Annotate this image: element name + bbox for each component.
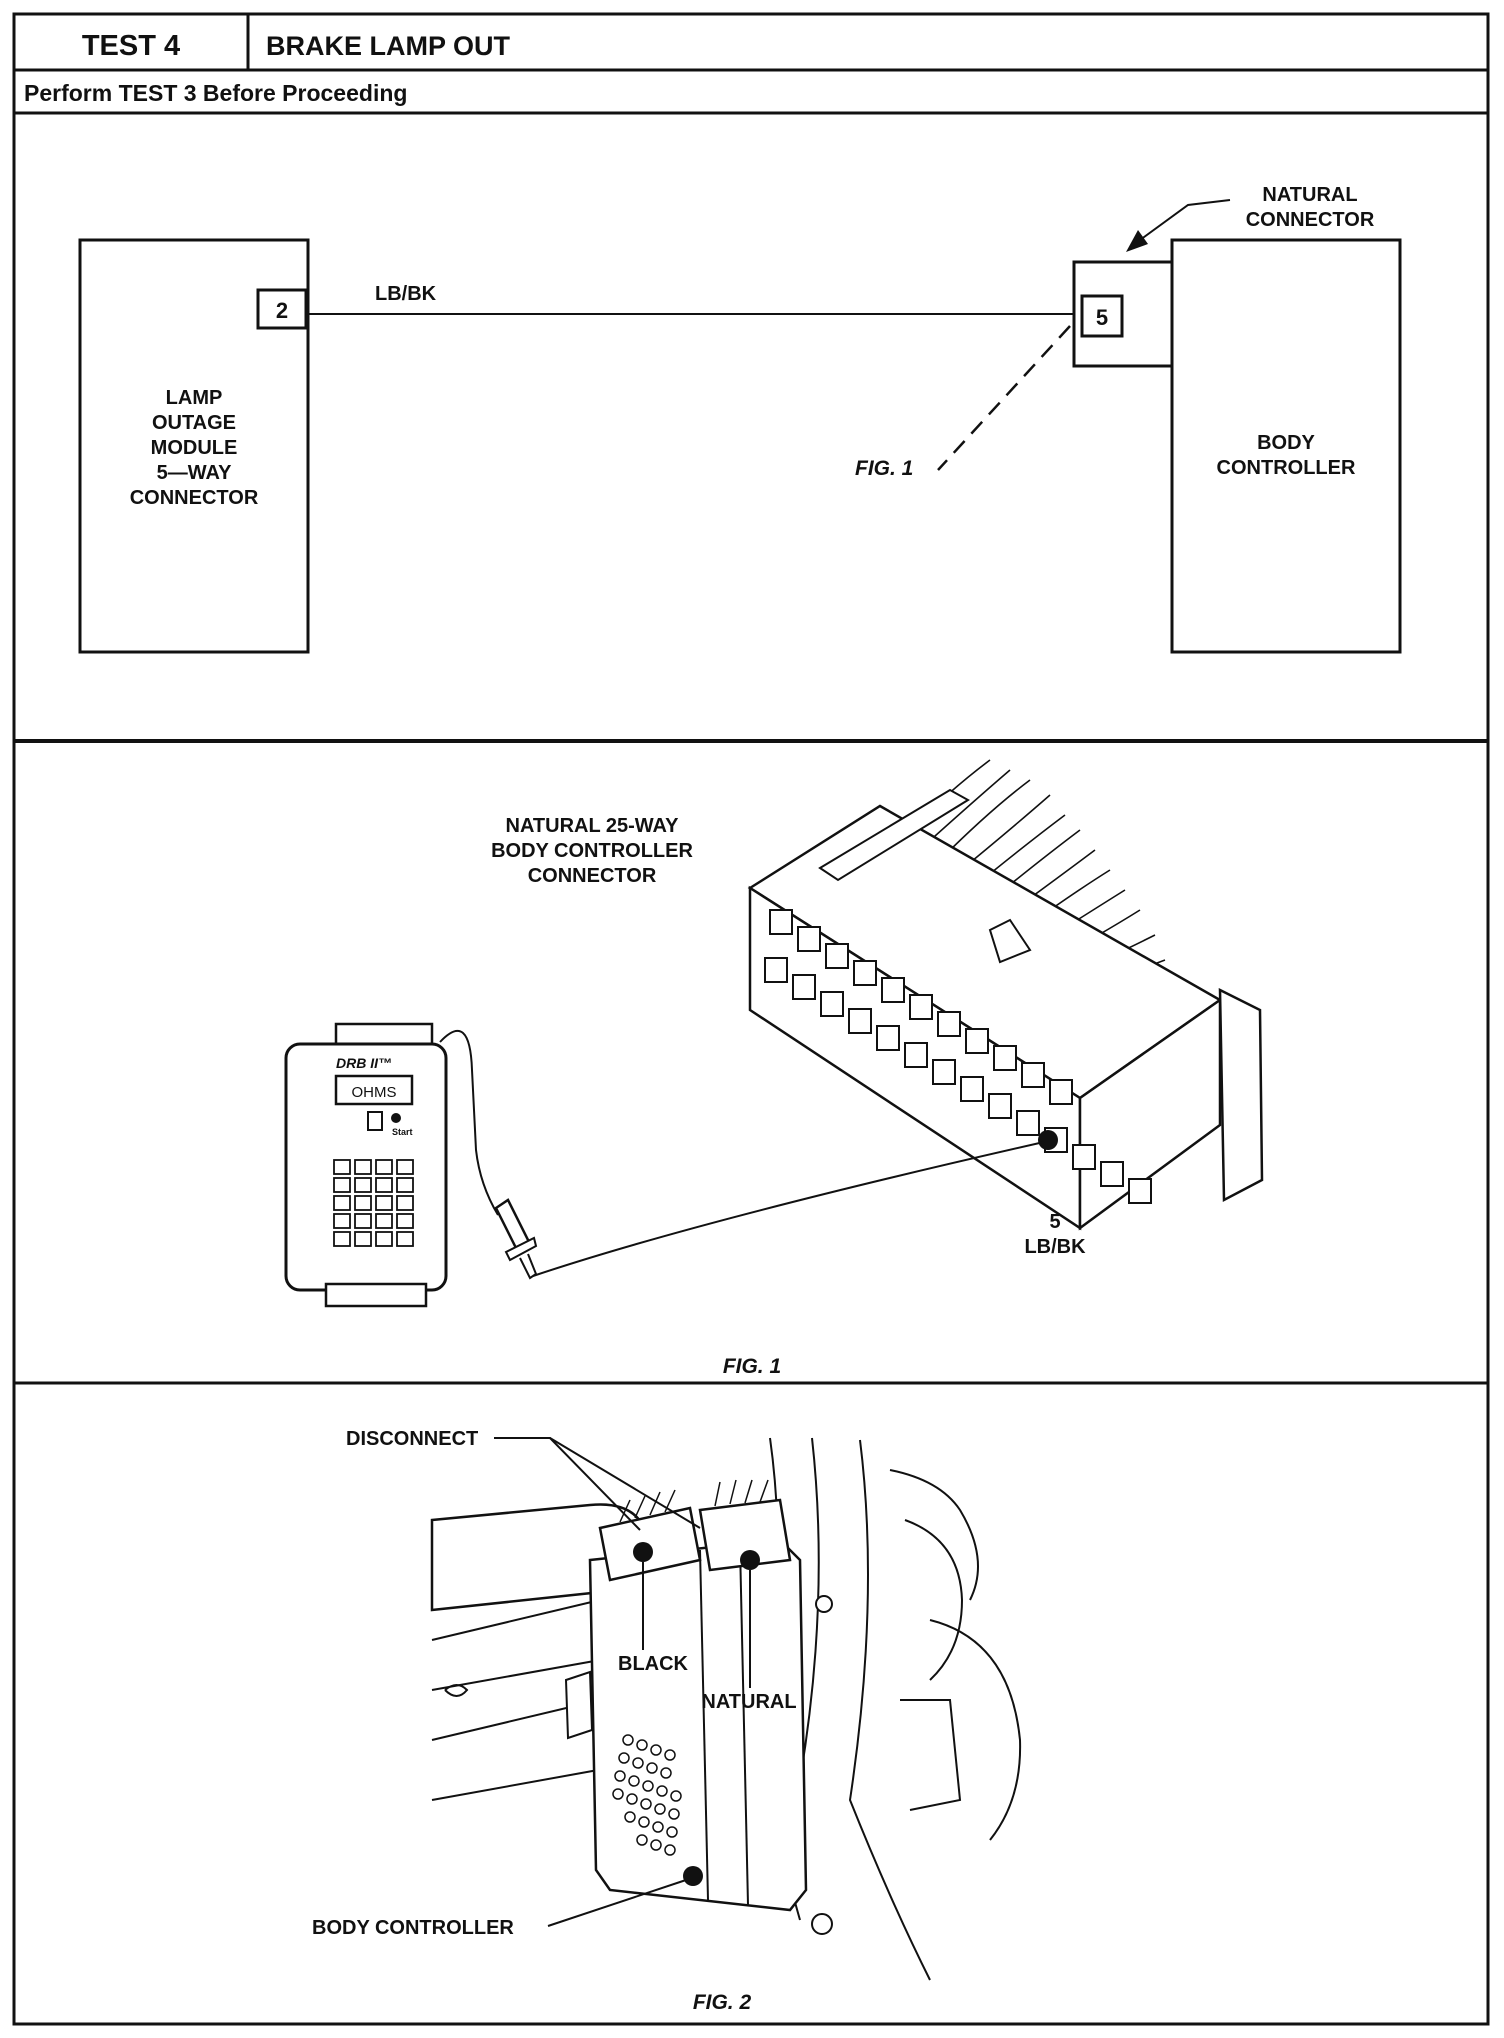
test-title: BRAKE LAMP OUT: [266, 31, 511, 61]
fig1-caption: FIG. 1: [723, 1355, 781, 1378]
meter-keypad: [333, 1159, 414, 1247]
natural-connector-marker: [740, 1550, 760, 1570]
housing-edge: [699, 1549, 709, 1901]
fig2-natural-label: NATURAL: [701, 1691, 796, 1713]
controller-label-line-2: CONTROLLER: [1217, 457, 1356, 479]
mounting-bolt-bottom: [811, 1913, 833, 1935]
figure-2: DISCONNECT BLACK NATURAL BODY CONTROLLER…: [312, 1428, 1022, 2014]
mounting-bolt-top: [815, 1595, 833, 1613]
connector-rear-flange: [1218, 987, 1264, 1203]
pin-2-box: [256, 288, 308, 330]
drb-ii-meter: DRB II™ OHMS Start: [284, 1022, 499, 1308]
fig1-pin-callout-number: 5: [1049, 1211, 1060, 1233]
fig2-caption: FIG. 2: [693, 1991, 752, 2014]
figure-1: NATURAL 25-WAY BODY CONTROLLER CONNECTOR: [284, 759, 1264, 1378]
precondition-text: Perform TEST 3 Before Proceeding: [24, 80, 407, 106]
connector-callout-leader: [1139, 199, 1231, 241]
pin-2-label: 2: [276, 298, 288, 323]
housing-edge-2: [739, 1545, 749, 1906]
pin-5-label: 5: [1096, 305, 1108, 330]
meter-display-text: OHMS: [352, 1084, 397, 1101]
controller-label-line-1: BODY: [1257, 432, 1315, 454]
meter-cable: [439, 1030, 499, 1216]
fig2-black-label: BLACK: [618, 1653, 689, 1675]
probe-lead: [532, 1141, 1045, 1277]
cavity-5-probe-point: [1038, 1130, 1058, 1150]
module-label-line-5: CONNECTOR: [130, 487, 259, 509]
fig1-connector-label-line-3: CONNECTOR: [528, 865, 657, 887]
wire-label: LB/BK: [375, 283, 437, 305]
wiring-schematic: 2 LAMP OUTAGE MODULE 5—WAY CONNECTOR LB/…: [78, 184, 1402, 654]
meter-bottom-plug: [324, 1282, 428, 1308]
housing-vent-holes: [612, 1734, 682, 1856]
connector-lock-tab: [988, 918, 1032, 964]
test-probe: [494, 1141, 1045, 1280]
fig2-body-controller-label: BODY CONTROLLER: [312, 1917, 514, 1939]
body-controller-leader: [547, 1879, 687, 1927]
fig2-disconnect-label: DISCONNECT: [346, 1428, 478, 1450]
body-controller-housing: [588, 1538, 808, 1912]
body-controller-marker: [683, 1866, 703, 1886]
meter-led-label: Start: [392, 1127, 413, 1137]
connector-latch-rail: [818, 788, 970, 882]
module-label-line-1: LAMP: [166, 387, 223, 409]
meter-brand: DRB II™: [336, 1055, 392, 1071]
black-connector: [598, 1506, 702, 1582]
page-border: [12, 12, 1490, 2026]
connector-callout-arrowhead: [1126, 230, 1148, 252]
body-controller-box: [1170, 238, 1402, 654]
meter-led: [391, 1113, 401, 1123]
black-connector-marker: [633, 1542, 653, 1562]
fig1-reference-leader: [937, 325, 1071, 471]
connector-callout-line-1: NATURAL: [1262, 184, 1357, 206]
fig1-reference-label: FIG. 1: [855, 457, 913, 480]
fig1-pin-callout-wire: LB/BK: [1024, 1236, 1086, 1258]
fig1-connector-label-line-2: BODY CONTROLLER: [491, 840, 693, 862]
mounting-tab: [564, 1670, 594, 1740]
connector-wire-leads: [619, 1479, 769, 1523]
meter-indicator-window: [367, 1111, 383, 1131]
module-label-line-3: MODULE: [151, 437, 238, 459]
fig1-connector-label-line-1: NATURAL 25-WAY: [506, 815, 680, 837]
natural-connector: [698, 1498, 792, 1572]
disconnect-leader-2: [549, 1437, 701, 1529]
module-label-line-4: 5—WAY: [157, 462, 233, 484]
module-label-line-2: OUTAGE: [152, 412, 236, 434]
pin-5-box: [1080, 294, 1124, 338]
meter-display: [334, 1074, 414, 1106]
connector-callout-line-2: CONNECTOR: [1246, 209, 1375, 231]
test-id: TEST 4: [82, 30, 180, 62]
